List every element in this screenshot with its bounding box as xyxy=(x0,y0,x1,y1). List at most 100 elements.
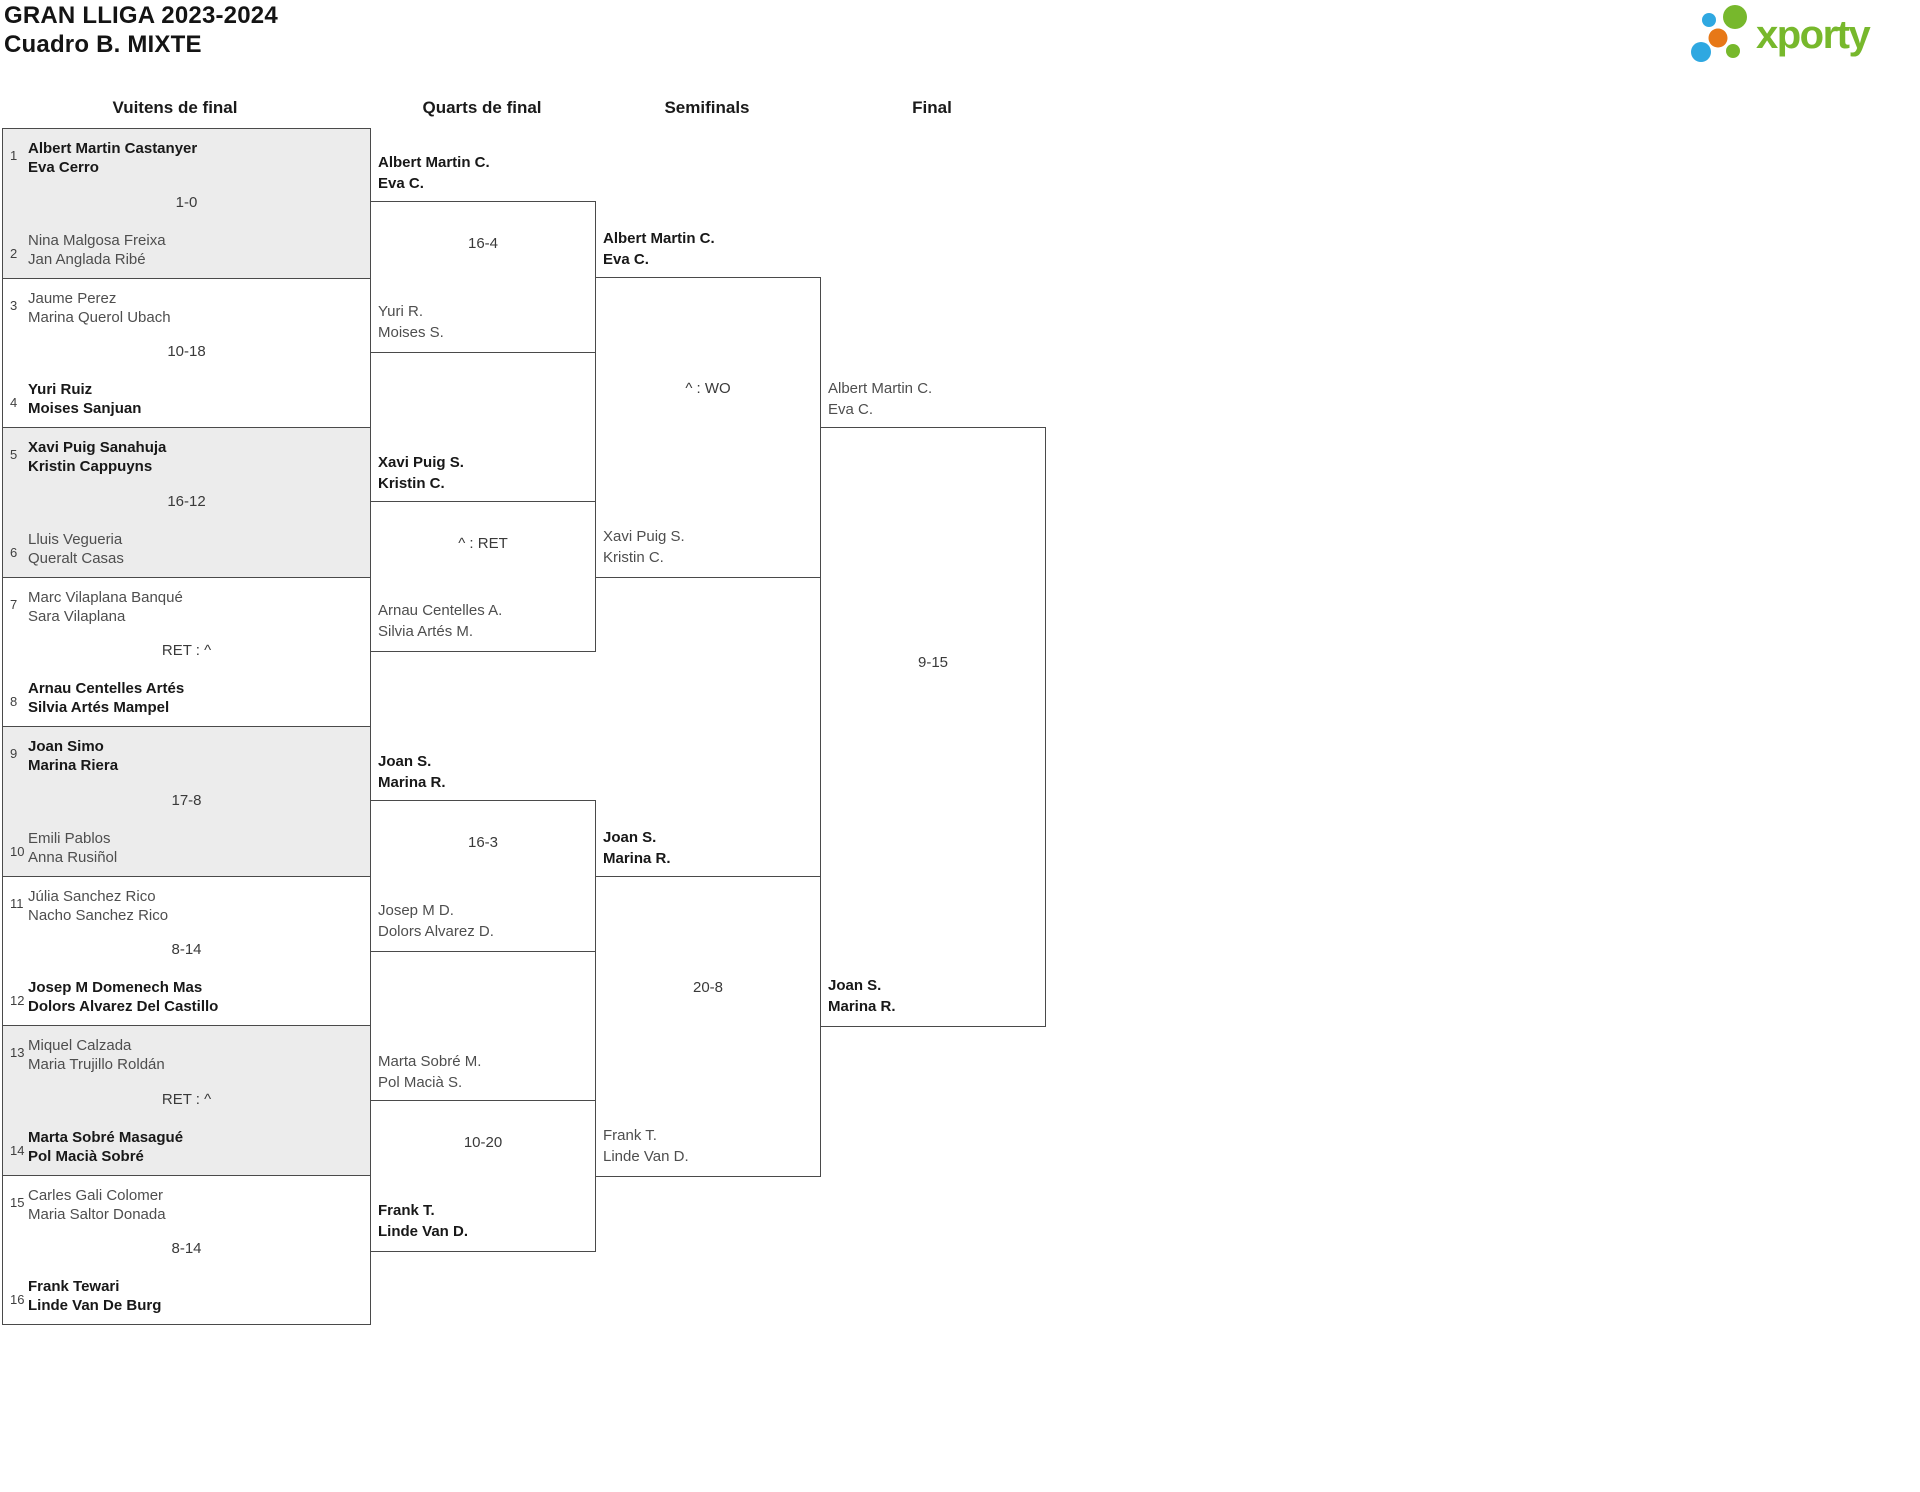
player-name: Joan S. xyxy=(828,977,882,994)
player-name: Pol Macià S. xyxy=(378,1074,463,1091)
match-score: 10-20 xyxy=(463,1134,503,1151)
player-name: Jaume Perez xyxy=(28,290,117,307)
team-pair: Joan S. Marina R. xyxy=(603,827,814,869)
player-name: Josep M Domenech Mas xyxy=(28,979,203,996)
player-name: Eva C. xyxy=(378,175,424,192)
logo-dots-icon xyxy=(1691,5,1747,62)
team-pair: Albert Martin Castanyer Eva Cerro xyxy=(28,139,362,177)
player-name: Arnau Centelles Artés xyxy=(28,680,185,697)
team-pair: Xavi Puig S. Kristin C. xyxy=(378,452,589,494)
round-header-sf: Semifinals xyxy=(664,98,750,117)
match-score: 8-14 xyxy=(171,1240,202,1257)
logo-wordmark: xporty xyxy=(1756,13,1871,57)
player-name: Marina Riera xyxy=(28,757,119,774)
team-pair: Xavi Puig Sanahuja Kristin Cappuyns xyxy=(28,438,362,476)
player-name: Silvia Artés M. xyxy=(378,623,474,640)
player-name: Lluis Vegueria xyxy=(28,531,123,548)
team-pair: Yuri Ruiz Moises Sanjuan xyxy=(28,380,362,418)
match-score: 8-14 xyxy=(171,941,202,958)
match-score: 16-12 xyxy=(167,492,206,510)
player-name: Arnau Centelles A. xyxy=(378,602,503,619)
seed-number: 15 xyxy=(10,1195,25,1210)
team-pair: Xavi Puig S. Kristin C. xyxy=(603,526,814,568)
team-pair: Júlia Sanchez Rico Nacho Sanchez Rico xyxy=(28,887,362,925)
match-score: RET : ^ xyxy=(161,642,212,659)
player-name: Xavi Puig S. xyxy=(378,454,464,471)
player-name: Frank T. xyxy=(603,1127,657,1144)
logo-dot xyxy=(1691,42,1711,62)
player-name: Nacho Sanchez Rico xyxy=(28,907,169,924)
team-pair: Marta Sobré M. Pol Macià S. xyxy=(378,1051,589,1093)
team-pair: Frank T. Linde Van D. xyxy=(603,1125,814,1167)
team-pair: Albert Martin C. Eva C. xyxy=(828,378,1039,420)
player-name: Moises Sanjuan xyxy=(28,400,142,417)
round-header-r16: Vuitens de final xyxy=(112,98,238,117)
xporty-logo: xporty xyxy=(1688,5,1893,67)
player-name: Albert Martin C. xyxy=(378,154,490,171)
match-score: ^ : RET xyxy=(458,535,508,552)
player-name: Yuri Ruiz xyxy=(28,381,93,398)
match-qf-3: Joan S. Marina R. 16-3 Josep M D. Dolors… xyxy=(370,753,596,952)
team-pair: Josep M D. Dolors Alvarez D. xyxy=(378,900,589,942)
match-score: 16-3 xyxy=(467,834,499,851)
match-score: 16-4 xyxy=(467,235,499,252)
match-qf-4: Marta Sobré M. Pol Macià S. 10-20 Frank … xyxy=(370,1053,596,1252)
player-name: Kristin Cappuyns xyxy=(28,458,153,475)
player-name: Dolors Alvarez D. xyxy=(378,923,494,940)
bracket-subtitle: Cuadro B. MIXTE xyxy=(4,31,202,58)
team-pair: Marc Vilaplana Banqué Sara Vilaplana xyxy=(28,588,362,626)
player-name: Carles Gali Colomer xyxy=(28,1187,164,1204)
match-score: ^ : WO xyxy=(685,380,731,397)
player-name: Moises S. xyxy=(378,324,444,341)
player-name: Anna Rusiñol xyxy=(28,849,118,866)
player-name: Marina R. xyxy=(378,774,446,791)
seed-number: 12 xyxy=(10,993,25,1008)
match-final: Albert Martin C. Eva C. 9-15 Joan S. Mar… xyxy=(820,380,1046,1027)
player-name: Maria Trujillo Roldán xyxy=(28,1056,165,1073)
player-name: Joan S. xyxy=(603,829,657,846)
player-name: Kristin C. xyxy=(603,549,664,566)
team-pair: Miquel Calzada Maria Trujillo Roldán xyxy=(28,1036,362,1074)
team-pair: Arnau Centelles A. Silvia Artés M. xyxy=(378,600,589,642)
round-header-qf: Quarts de final xyxy=(422,98,542,117)
player-name: Albert Martin Castanyer xyxy=(28,140,198,157)
player-name: Miquel Calzada xyxy=(28,1037,132,1054)
match-r16-7: 13 Miquel Calzada Maria Trujillo Roldán … xyxy=(2,1025,371,1176)
team-pair: Carles Gali Colomer Maria Saltor Donada xyxy=(28,1186,362,1224)
player-name: Maria Saltor Donada xyxy=(28,1206,166,1223)
player-name: Yuri R. xyxy=(378,303,424,320)
player-name: Eva Cerro xyxy=(28,159,99,176)
player-name: Emili Pablos xyxy=(28,830,111,847)
player-name: Linde Van D. xyxy=(378,1223,469,1240)
team-pair: Jaume Perez Marina Querol Ubach xyxy=(28,289,362,327)
seed-number: 16 xyxy=(10,1292,25,1307)
player-name: Frank T. xyxy=(378,1202,435,1219)
seed-number: 9 xyxy=(10,746,18,761)
player-name: Marina R. xyxy=(603,850,671,867)
seed-number: 13 xyxy=(10,1045,25,1060)
seed-number: 6 xyxy=(10,545,18,560)
match-score: RET : ^ xyxy=(161,1090,212,1108)
player-name: Sara Vilaplana xyxy=(28,608,126,625)
team-pair: Marta Sobré Masagué Pol Macià Sobré xyxy=(28,1128,362,1166)
player-name: Marc Vilaplana Banqué xyxy=(28,589,183,606)
player-name: Marina Querol Ubach xyxy=(28,309,171,326)
match-r16-1: 1 Albert Martin Castanyer Eva Cerro 1-0 … xyxy=(2,128,371,279)
logo-dot xyxy=(1726,44,1740,58)
match-qf-1: Albert Martin C. Eva C. 16-4 Yuri R. Moi… xyxy=(370,154,596,353)
team-pair: Lluis Vegueria Queralt Casas xyxy=(28,530,362,568)
player-name: Dolors Alvarez Del Castillo xyxy=(28,998,219,1015)
seed-number: 8 xyxy=(10,694,18,709)
player-name: Marta Sobré M. xyxy=(378,1053,482,1070)
team-pair: Albert Martin C. Eva C. xyxy=(603,228,814,270)
seed-number: 2 xyxy=(10,246,18,261)
logo-dot xyxy=(1702,13,1716,27)
logo-dot xyxy=(1723,5,1747,29)
match-sf-2: Joan S. Marina R. 20-8 Frank T. Linde Va… xyxy=(595,829,821,1177)
player-name: Jan Anglada Ribé xyxy=(28,251,146,268)
match-r16-5: 9 Joan Simo Marina Riera 17-8 10 Emili P… xyxy=(2,726,371,877)
team-pair: Frank Tewari Linde Van De Burg xyxy=(28,1277,362,1315)
seed-number: 5 xyxy=(10,447,18,462)
player-name: Linde Van De Burg xyxy=(28,1297,162,1314)
